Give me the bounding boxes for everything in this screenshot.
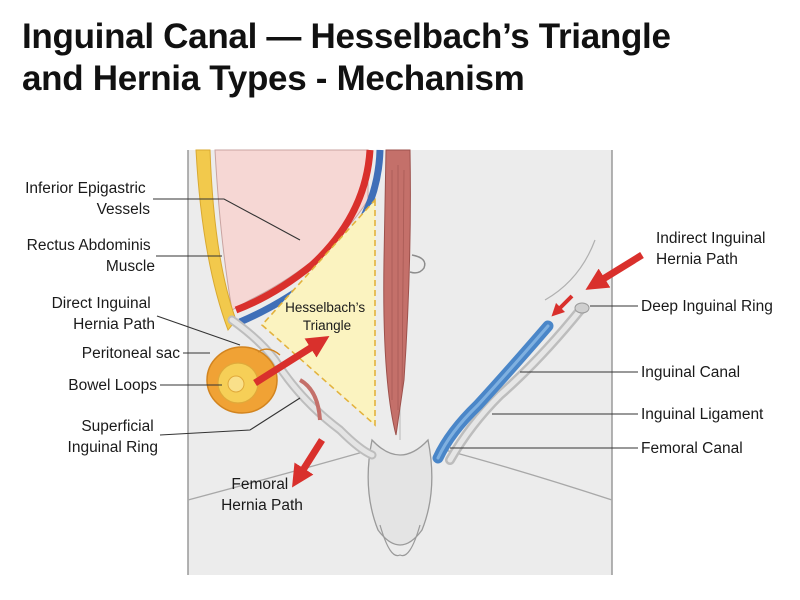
label-bowel-loops: Bowel Loops xyxy=(68,377,157,394)
indirect-hernia-arrow xyxy=(585,252,644,290)
thigh-crease-right xyxy=(444,449,613,501)
label-rectus-abdominis: Rectus Abdominis Muscle xyxy=(27,237,155,275)
title-line-2: and Hernia Types - Mechanism xyxy=(22,59,525,98)
rectus-fibers xyxy=(391,165,405,410)
abdominal-wall-region xyxy=(214,149,369,311)
femoral-region xyxy=(298,378,322,421)
leader-superficial-ring xyxy=(159,397,301,436)
label-femoral-hernia: Femoral Hernia Path xyxy=(221,476,303,514)
direct-hernia-arrow xyxy=(253,336,330,386)
label-inguinal-ligament: Inguinal Ligament xyxy=(641,406,764,423)
label-direct-hernia: Direct Inguinal Hernia Path xyxy=(52,295,155,333)
leader-inferior-epigastric xyxy=(153,198,301,241)
right-flank-line xyxy=(544,239,596,301)
label-inguinal-canal: Inguinal Canal xyxy=(641,364,740,381)
inguinal-canal-highlight xyxy=(436,324,550,460)
label-hesselbach-triangle: Hesselbach’s Triangle xyxy=(285,300,369,333)
genitalia-outline xyxy=(367,438,433,546)
label-inferior-epigastric: Inferior Epigastric Vessels xyxy=(25,180,150,218)
title-line-1: Inguinal Canal — Hesselbach’s Triangle xyxy=(22,17,671,56)
indirect-hernia-arrow-small xyxy=(551,294,574,317)
label-indirect-hernia: Indirect Inguinal Hernia Path xyxy=(656,230,770,268)
navel xyxy=(409,254,426,274)
page-title: Inguinal Canal — Hesselbach’s Triangle a… xyxy=(22,16,792,100)
sac-neck xyxy=(257,348,281,356)
deep-inguinal-ring xyxy=(574,302,590,314)
label-superficial-ring: Superficial Inguinal Ring xyxy=(68,418,158,456)
label-peritoneal-sac: Peritoneal sac xyxy=(82,345,180,362)
femoral-hernia-arrow xyxy=(292,438,325,488)
thigh-crease-left xyxy=(187,449,371,501)
hesselbach-triangle xyxy=(260,197,376,427)
spermatic-cord-left-inner xyxy=(229,317,375,458)
leader-direct-hernia xyxy=(156,315,241,346)
inferior-epigastric-artery xyxy=(234,149,374,314)
inguinal-ligament-inner xyxy=(447,305,585,463)
label-femoral-canal: Femoral Canal xyxy=(641,440,743,457)
label-deep-inguinal-ring: Deep Inguinal Ring xyxy=(641,298,773,315)
bowel-loop-inner xyxy=(227,375,245,393)
scrotum-outline xyxy=(379,524,421,557)
